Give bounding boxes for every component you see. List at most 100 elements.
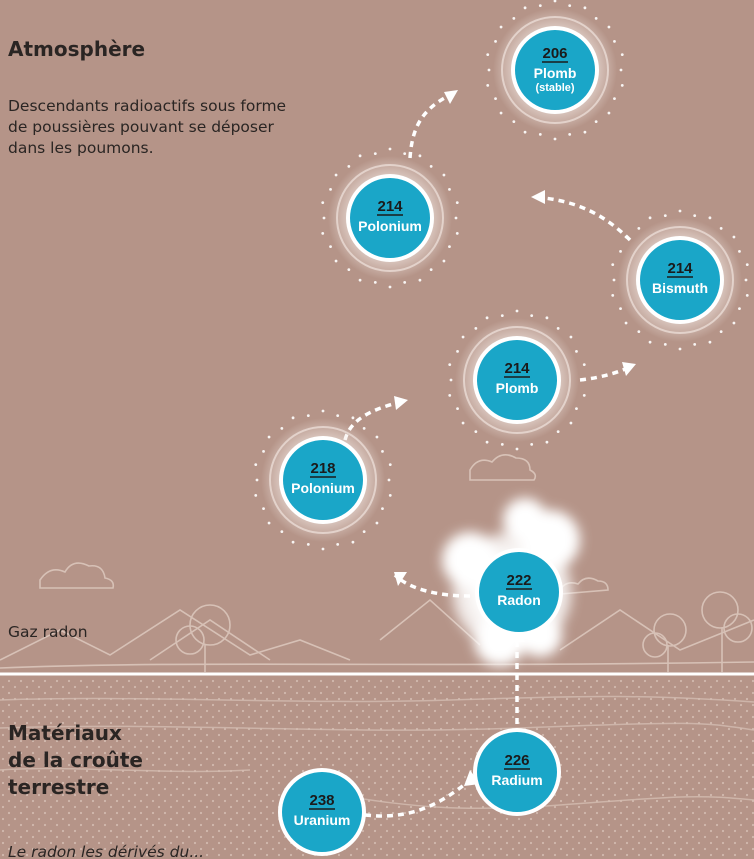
dust-dot xyxy=(388,463,392,467)
isotope-mass: 238 xyxy=(309,792,334,809)
dust-dot xyxy=(523,130,527,134)
isotope-mass: 214 xyxy=(667,260,693,277)
dust-dot xyxy=(494,39,497,43)
dust-dot xyxy=(429,164,433,168)
node-ring xyxy=(501,16,609,124)
dust-dot xyxy=(494,97,497,101)
dust-dot xyxy=(418,278,422,282)
crust-footnote: Le radon les dérivés du... xyxy=(8,843,205,859)
dust-dot xyxy=(442,259,446,263)
dust-dot xyxy=(329,187,332,191)
dust-dot xyxy=(347,164,351,168)
dust-dot xyxy=(362,530,366,534)
node-ring xyxy=(626,226,734,334)
node-ring xyxy=(463,326,571,434)
dust-dot xyxy=(362,426,366,430)
dust-dot xyxy=(648,340,652,344)
dust-dot xyxy=(255,478,259,482)
node-circle xyxy=(282,772,362,852)
dust-dot xyxy=(499,25,503,29)
dust-dot xyxy=(620,83,624,87)
dust-dot xyxy=(485,316,489,320)
dust-dot xyxy=(556,326,560,330)
dust-dot xyxy=(334,173,338,177)
dust-dot xyxy=(594,120,598,124)
dust-dot xyxy=(530,442,534,446)
dust-dot xyxy=(515,309,519,313)
dust-dot xyxy=(568,4,572,8)
dust-dot xyxy=(708,216,712,220)
dust-dot xyxy=(719,226,723,230)
dust-dot xyxy=(523,6,527,10)
dust-dot xyxy=(334,259,338,263)
crust-title-line-2: de la croûte xyxy=(8,748,143,772)
dust-dot xyxy=(500,442,504,446)
dust-dot xyxy=(745,263,749,267)
dust-dot xyxy=(388,493,392,497)
dust-dot xyxy=(474,326,478,330)
dust-dot xyxy=(429,268,433,272)
atmosphere-description: Descendants radioactifs sous forme de po… xyxy=(8,97,287,157)
node-circle xyxy=(515,30,595,110)
dust-dot xyxy=(607,25,611,29)
dust-dot xyxy=(336,414,340,418)
dust-dot xyxy=(553,0,557,3)
dust-dot xyxy=(306,542,310,546)
dust-dot xyxy=(744,278,748,282)
dust-dot xyxy=(569,335,573,339)
dust-dot xyxy=(486,53,490,57)
dust-dot xyxy=(448,393,452,397)
node-circle xyxy=(479,552,559,632)
dust-dot xyxy=(738,249,741,253)
crust-title-line-3: terrestre xyxy=(8,775,110,799)
dust-dot xyxy=(455,231,459,235)
dust-dot xyxy=(280,426,284,430)
dust-dot xyxy=(461,335,465,339)
dust-dot xyxy=(732,321,736,325)
dust-dot xyxy=(321,409,325,413)
isotope-mass: 206 xyxy=(542,45,567,62)
dust-dot xyxy=(448,187,451,191)
isotope-mass: 226 xyxy=(504,752,529,769)
dust-dot xyxy=(719,330,723,334)
dust-dot xyxy=(474,430,478,434)
dust-dot xyxy=(448,245,451,249)
dust-dot xyxy=(648,216,652,220)
dust-dot xyxy=(575,407,578,411)
dust-dot xyxy=(358,154,362,158)
dust-dot xyxy=(624,321,628,325)
dust-dot xyxy=(637,226,641,230)
dust-dot xyxy=(499,111,503,115)
node-circle xyxy=(477,732,557,812)
dust-dot xyxy=(375,435,379,439)
node-ring xyxy=(336,164,444,272)
dust-dot xyxy=(582,363,586,367)
dust-dot xyxy=(553,137,557,141)
dust-dot xyxy=(582,393,586,397)
dust-dot xyxy=(336,542,340,546)
gas-label: Gaz radon xyxy=(8,623,88,641)
dust-dot xyxy=(373,152,377,156)
dust-dot xyxy=(583,6,587,10)
dust-dot xyxy=(291,540,295,544)
ground-layer xyxy=(0,676,754,859)
isotope-name: Plomb xyxy=(534,65,577,81)
dust-dot xyxy=(347,268,351,272)
dust-dot xyxy=(456,407,459,411)
dust-dot xyxy=(624,235,628,239)
node-circle xyxy=(477,340,557,420)
dust-dot xyxy=(403,280,407,284)
dust-dot xyxy=(449,378,453,382)
arrow-bismuth214-polonium214 xyxy=(534,195,632,242)
dust-dot xyxy=(418,154,422,158)
dust-dot xyxy=(381,449,384,453)
dust-dot xyxy=(583,130,587,134)
isotope-name: Plomb xyxy=(496,380,539,396)
